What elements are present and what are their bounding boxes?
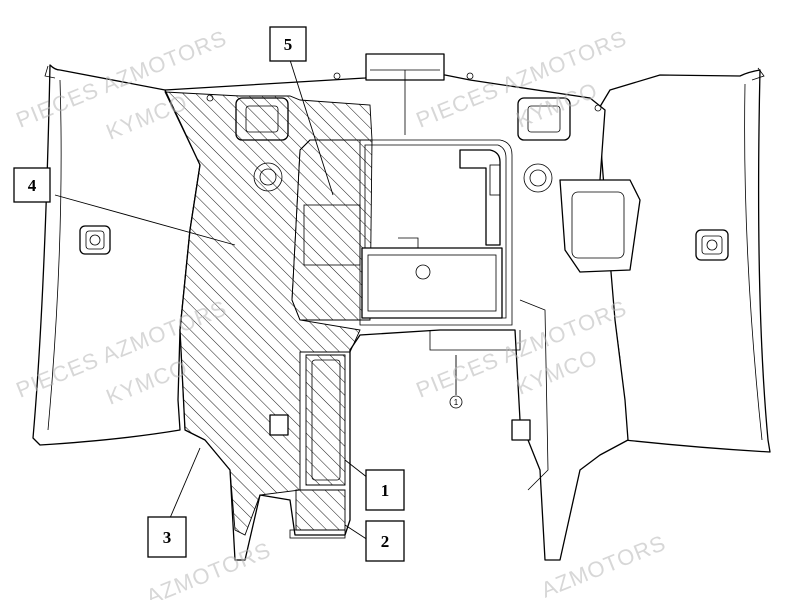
left-side-panel bbox=[32, 64, 226, 446]
leader-lines bbox=[54, 59, 369, 541]
callout-2: 2 bbox=[365, 520, 405, 562]
callout-3: 3 bbox=[147, 516, 187, 558]
callout-3-label: 3 bbox=[163, 528, 172, 547]
callout-5: 5 bbox=[269, 26, 307, 62]
part-4-floor-mat bbox=[164, 91, 373, 536]
callout-4-label: 4 bbox=[28, 176, 37, 195]
callout-2-label: 2 bbox=[381, 532, 390, 551]
reference-marker: 1 bbox=[449, 355, 463, 409]
callout-1: 1 bbox=[365, 469, 405, 511]
callout-4: 4 bbox=[13, 167, 51, 203]
part-2-lower-bracket bbox=[289, 489, 346, 539]
right-side-panel bbox=[597, 67, 771, 453]
reference-marker-label: 1 bbox=[454, 398, 459, 407]
callout-5-label: 5 bbox=[284, 35, 293, 54]
right-duct bbox=[269, 179, 641, 491]
part-1-tunnel-cover bbox=[305, 354, 346, 486]
center-compartment bbox=[359, 139, 521, 351]
callout-1-label: 1 bbox=[381, 481, 390, 500]
